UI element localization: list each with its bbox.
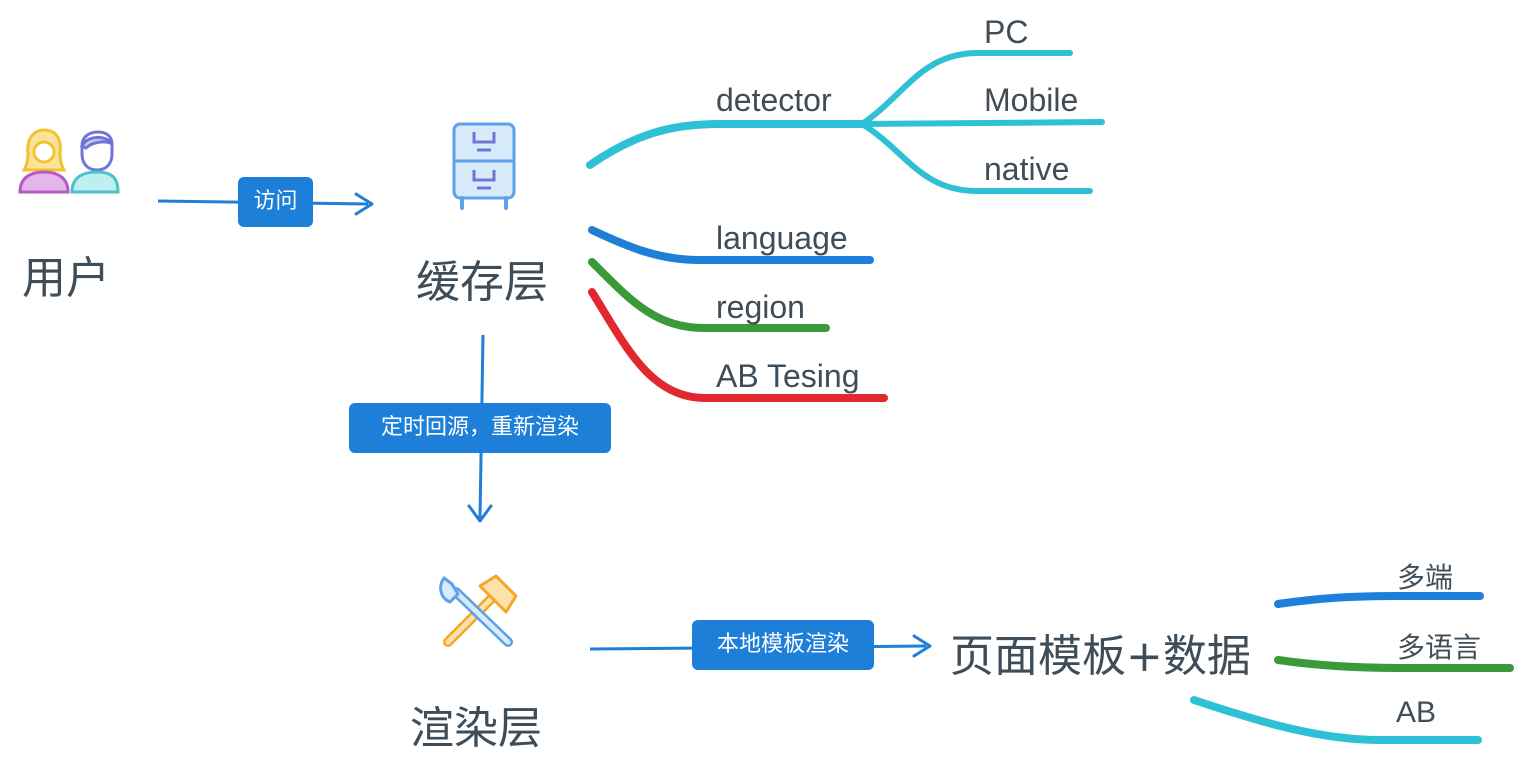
edge-visit-badge: 访问 [238,177,313,227]
branch-line-region [588,258,830,332]
branch-line-native [859,121,1093,194]
branch-pc-label: PC [984,14,1029,50]
node-user-label: 用户 [22,253,110,304]
branch-line-ab-test [1190,696,1482,744]
branch-language-label: language [716,220,848,256]
branch-line-multi-device [1274,592,1484,608]
branch-multi-device-label: 多端 [1397,561,1454,594]
node-cache-label: 缓存层 [416,257,548,308]
tools-icon [436,572,520,657]
file-cabinet-icon [448,120,520,217]
branch-ab-label: AB Tesing [716,358,860,394]
branch-native-label: native [984,151,1070,187]
node-render-label: 渲染层 [410,703,542,754]
branch-multi-language-label: 多语言 [1397,631,1482,664]
branch-mobile-label: Mobile [984,82,1079,118]
edge-local-render-badge: 本地模板渲染 [692,620,874,670]
edge-rerender-badge: 定时回源，重新渲染 [349,403,611,453]
branch-detector-label: detector [716,82,832,118]
branch-line-detector [586,120,866,169]
branch-line-ab [588,288,888,402]
branch-region-label: region [716,289,805,325]
branch-line-pc [859,50,1073,127]
node-template-label: 页面模板+数据 [950,631,1251,682]
branch-line-language [588,226,874,264]
branch-ab-test-label: AB [1396,696,1437,729]
users-icon [16,126,120,203]
branch-line-multi-language [1274,656,1514,672]
branch-line-mobile [859,119,1105,127]
